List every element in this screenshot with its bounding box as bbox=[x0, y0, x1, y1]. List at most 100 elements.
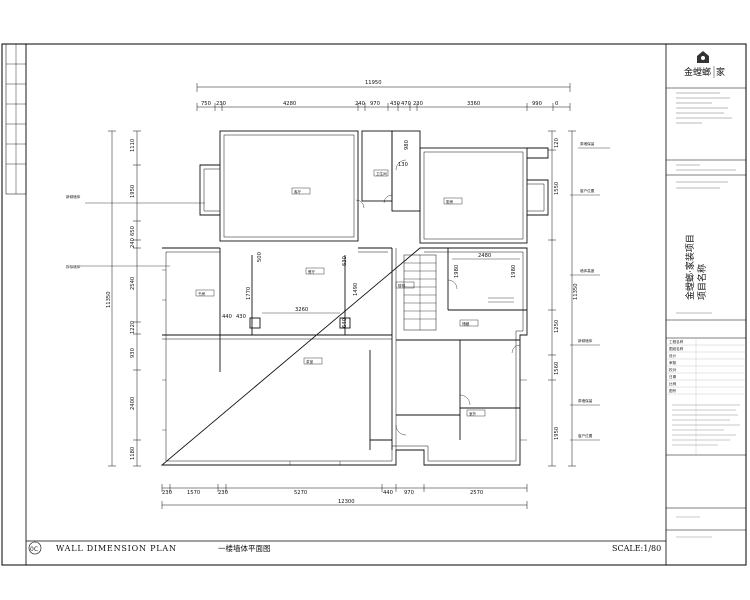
note-3: 窗户位置 bbox=[580, 188, 595, 193]
svg-text:230: 230 bbox=[216, 101, 226, 107]
svg-text:2570: 2570 bbox=[470, 490, 483, 496]
stair-treads bbox=[404, 255, 436, 330]
svg-text:1570: 1570 bbox=[187, 490, 200, 496]
drawing-title-cn: 一楼墙体平面图 bbox=[218, 543, 271, 553]
svg-text:230: 230 bbox=[413, 101, 423, 107]
dimension-left-segments bbox=[133, 130, 141, 467]
svg-text:图号: 图号 bbox=[669, 388, 677, 393]
svg-text:970: 970 bbox=[404, 490, 414, 496]
svg-text:990: 990 bbox=[532, 101, 542, 107]
binding-strip bbox=[5, 43, 27, 195]
windows bbox=[162, 269, 527, 465]
drawing-title-strip: 0C WALL DIMENSION PLAN 一楼墙体平面图 SCALE:1/8… bbox=[28, 541, 661, 555]
room-label-2: 厨房 bbox=[446, 199, 454, 204]
drawing-title-en: WALL DIMENSION PLAN bbox=[56, 544, 177, 553]
svg-text:630: 630 bbox=[342, 256, 348, 266]
svg-text:1980: 1980 bbox=[454, 265, 460, 278]
room-label-6: 书房 bbox=[198, 291, 206, 296]
svg-text:2400: 2400 bbox=[130, 397, 136, 410]
drawing-scale: SCALE:1/80 bbox=[612, 544, 661, 553]
dimension-top-segments bbox=[196, 103, 571, 111]
svg-text:970: 970 bbox=[370, 101, 380, 107]
dimension-top-total bbox=[196, 83, 571, 92]
svg-text:4280: 4280 bbox=[283, 101, 296, 107]
svg-text:金螳螂·家装项目: 金螳螂·家装项目 bbox=[684, 234, 696, 300]
svg-text:500: 500 bbox=[257, 252, 263, 262]
svg-text:5270: 5270 bbox=[294, 490, 307, 496]
note-5: 新砌墙体 bbox=[578, 338, 593, 343]
svg-text:930: 930 bbox=[130, 348, 136, 358]
sheet-code-circle bbox=[28, 541, 42, 555]
room-tags bbox=[195, 169, 486, 417]
logo-text: 金螳螂 bbox=[684, 66, 711, 78]
room-label-0: 室外 bbox=[469, 411, 477, 416]
room-label-7: 储藏 bbox=[462, 321, 470, 326]
svg-text:440: 440 bbox=[383, 490, 393, 496]
svg-text:3360: 3360 bbox=[467, 101, 480, 107]
dim-bottom-total: 12300 bbox=[338, 499, 355, 505]
leader-notes bbox=[80, 147, 610, 441]
svg-text:1250: 1250 bbox=[554, 320, 560, 333]
svg-text:130: 130 bbox=[398, 162, 408, 168]
title-block: 金螳螂 家 金螳螂·家装项目 项目名称 bbox=[665, 44, 746, 565]
note-1: 拆除墙体 bbox=[66, 264, 81, 269]
brand-logo: 金螳螂 家 bbox=[684, 51, 725, 78]
svg-text:2480: 2480 bbox=[478, 253, 491, 259]
svg-text:230: 230 bbox=[162, 490, 172, 496]
svg-text:校对: 校对 bbox=[669, 367, 677, 372]
note-4: 墙体高度 bbox=[580, 268, 595, 273]
svg-text:审核: 审核 bbox=[669, 360, 677, 365]
logo-suffix: 家 bbox=[716, 66, 725, 78]
note-6: 原墙保留 bbox=[578, 398, 593, 403]
svg-text:1180: 1180 bbox=[130, 447, 136, 460]
note-0: 新砌墙体 bbox=[66, 194, 81, 199]
note-2: 原墙保留 bbox=[580, 141, 595, 146]
svg-text:750: 750 bbox=[201, 101, 211, 107]
interior-dimensions: 2480 3260 1770 1490 1980 1980 630 500 44… bbox=[222, 140, 520, 328]
svg-text:1550: 1550 bbox=[554, 182, 560, 195]
svg-text:2540: 2540 bbox=[130, 277, 136, 290]
sheet-code: 0C bbox=[30, 546, 38, 553]
room-label-4: 卫生间 bbox=[376, 171, 387, 176]
svg-text:1950: 1950 bbox=[130, 185, 136, 198]
walls bbox=[160, 130, 549, 466]
dimension-left-total bbox=[108, 130, 116, 467]
dimension-right-segments bbox=[548, 130, 576, 467]
project-name-vertical: 金螳螂·家装项目 项目名称 bbox=[684, 234, 708, 300]
svg-text:650: 650 bbox=[130, 226, 136, 236]
svg-text:1220: 1220 bbox=[130, 321, 136, 334]
svg-text:日期: 日期 bbox=[669, 374, 677, 379]
svg-text:1770: 1770 bbox=[246, 287, 252, 300]
note-7: 窗户位置 bbox=[578, 433, 593, 438]
svg-text:980: 980 bbox=[404, 140, 410, 150]
room-label-1: 客厅 bbox=[294, 189, 302, 194]
dim-left-total: 11350 bbox=[106, 291, 112, 308]
svg-text:470: 470 bbox=[401, 101, 411, 107]
dim-top-total: 11950 bbox=[365, 80, 382, 86]
svg-text:0: 0 bbox=[555, 101, 558, 107]
svg-text:图纸名称: 图纸名称 bbox=[669, 346, 684, 351]
svg-text:1560: 1560 bbox=[554, 362, 560, 375]
doors bbox=[355, 159, 521, 436]
svg-text:1110: 1110 bbox=[130, 139, 136, 152]
svg-text:设计: 设计 bbox=[669, 353, 677, 358]
svg-text:1490: 1490 bbox=[353, 283, 359, 296]
room-label-3: 楼梯 bbox=[398, 283, 406, 288]
room-label-5: 餐厅 bbox=[308, 269, 316, 274]
svg-text:项目名称: 项目名称 bbox=[696, 264, 708, 300]
titleblock-rows: 工程名称 图纸名称 设计 审核 校对 日期 比例 图号 bbox=[666, 338, 746, 455]
room-label-8: 茶室 bbox=[306, 359, 314, 364]
sheet-outer-border bbox=[1, 43, 747, 566]
sheet-inner-border bbox=[25, 43, 747, 566]
svg-text:440: 440 bbox=[222, 314, 232, 320]
svg-text:工程名称: 工程名称 bbox=[669, 339, 684, 344]
svg-text:240: 240 bbox=[355, 101, 365, 107]
svg-text:430: 430 bbox=[390, 101, 400, 107]
dim-right-total: 11350 bbox=[573, 283, 579, 300]
svg-text:比例: 比例 bbox=[669, 381, 677, 386]
svg-text:230: 230 bbox=[218, 490, 228, 496]
svg-text:240: 240 bbox=[130, 238, 136, 248]
dimension-bottom-segments bbox=[161, 484, 528, 492]
svg-text:640: 640 bbox=[342, 318, 348, 328]
